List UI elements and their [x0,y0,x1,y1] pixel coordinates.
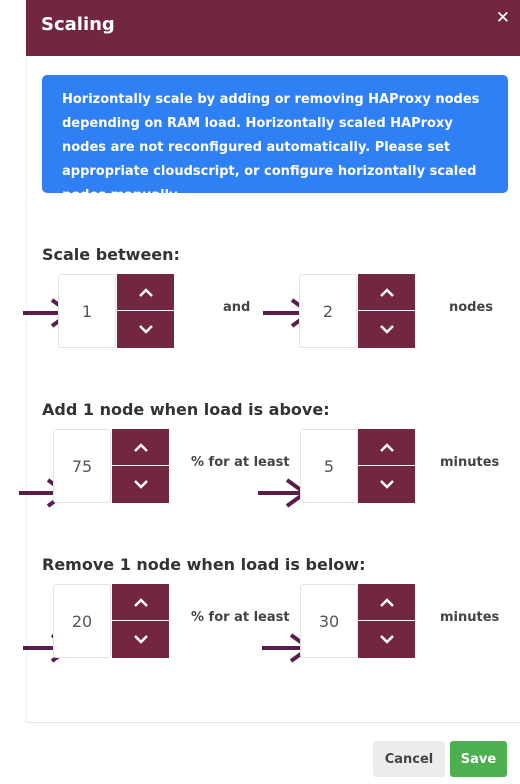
info-banner: Horizontally scale by adding or removing… [42,75,508,203]
remove-load-increment-button[interactable] [112,584,169,620]
add-minutes-label: minutes [440,455,500,470]
remove-minutes-label: minutes [440,610,500,625]
save-button[interactable]: Save [450,741,507,777]
scale-min-stepper [117,274,174,348]
scale-max-decrement-button[interactable] [358,310,415,347]
chevron-up-icon [133,442,148,452]
remove-minutes-value: 30 [318,611,340,631]
add-minutes-decrement-button[interactable] [358,465,415,502]
scale-min-decrement-button[interactable] [117,310,174,347]
add-load-decrement-button[interactable] [112,465,169,502]
add-minutes-increment-button[interactable] [358,429,415,465]
dialog-header: Scaling ✕ [26,0,520,56]
cancel-button[interactable]: Cancel [373,741,445,777]
chevron-down-icon [133,479,148,489]
chevron-down-icon [138,324,153,334]
chevron-down-icon [379,324,394,334]
add-minutes-stepper [358,429,415,503]
remove-node-title: Remove 1 node when load is below: [42,555,366,574]
add-for-at-least-label: % for at least [191,455,290,470]
remove-load-value: 20 [71,611,93,631]
remove-minutes-stepper [358,584,415,658]
add-minutes-value: 5 [323,456,335,476]
chevron-up-icon [138,287,153,297]
close-icon[interactable]: ✕ [495,8,510,28]
add-minutes-input[interactable]: 5 [300,429,358,503]
chevron-up-icon [379,287,394,297]
add-load-value: 75 [71,456,93,476]
scale-max-input[interactable]: 2 [299,274,357,348]
chevron-down-icon [379,479,394,489]
scale-max-value: 2 [322,301,334,321]
chevron-up-icon [379,597,394,607]
info-text: Horizontally scale by adding or removing… [62,92,480,203]
add-load-stepper [112,429,169,503]
chevron-down-icon [133,634,148,644]
scale-max-increment-button[interactable] [358,274,415,310]
and-label: and [223,300,251,315]
scale-max-stepper [358,274,415,348]
scale-min-value: 1 [81,301,93,321]
dialog-left-border [26,56,27,722]
add-load-input[interactable]: 75 [53,429,111,503]
scale-min-input[interactable]: 1 [58,274,116,348]
nodes-label: nodes [449,300,494,315]
remove-load-decrement-button[interactable] [112,620,169,657]
remove-load-input[interactable]: 20 [53,584,111,658]
dialog-title: Scaling [41,14,115,35]
remove-minutes-input[interactable]: 30 [300,584,358,658]
scale-min-increment-button[interactable] [117,274,174,310]
remove-minutes-decrement-button[interactable] [358,620,415,657]
add-node-title: Add 1 node when load is above: [42,400,330,419]
scale-between-title: Scale between: [42,245,180,264]
chevron-up-icon [133,597,148,607]
remove-for-at-least-label: % for at least [191,610,290,625]
remove-minutes-increment-button[interactable] [358,584,415,620]
remove-load-stepper [112,584,169,658]
chevron-down-icon [379,634,394,644]
add-load-increment-button[interactable] [112,429,169,465]
footer-divider [26,722,520,723]
chevron-up-icon [379,442,394,452]
